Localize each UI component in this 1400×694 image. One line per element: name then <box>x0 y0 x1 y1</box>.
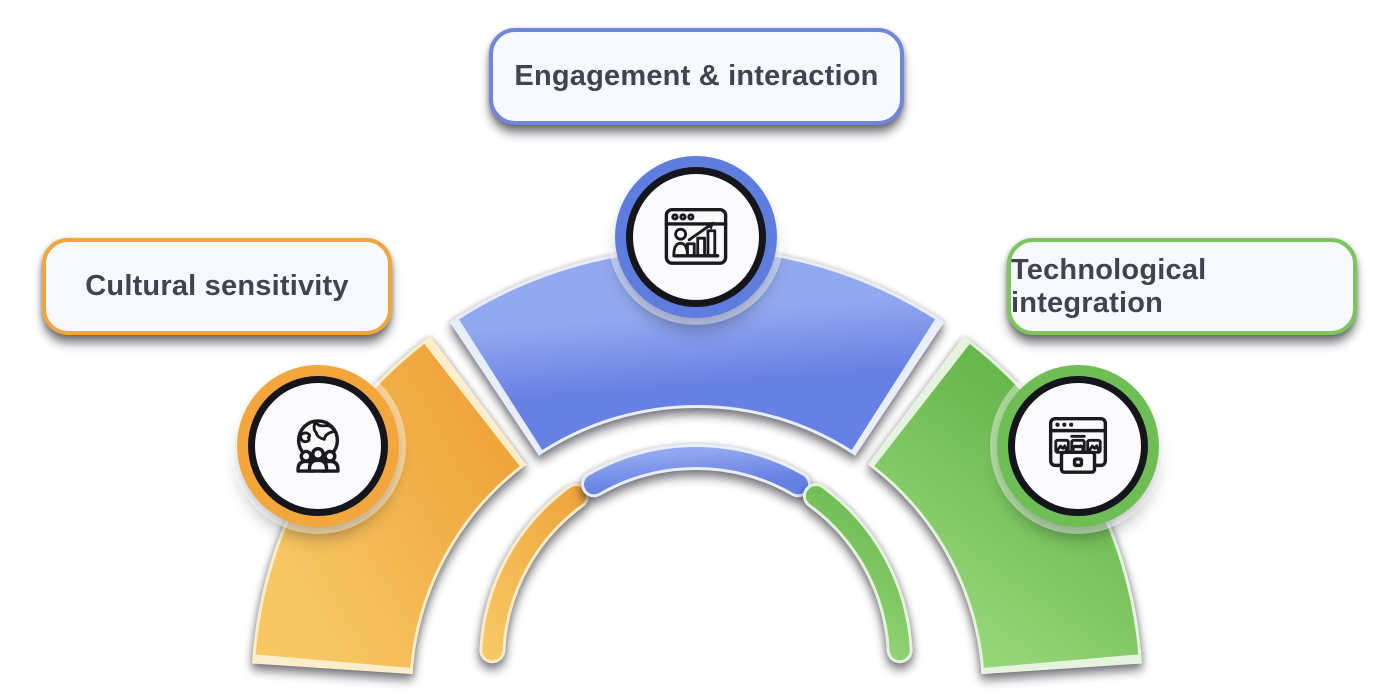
arc-thick-cultural <box>255 343 521 670</box>
briefcase-clasp <box>1072 457 1084 468</box>
globe-continent <box>312 420 336 441</box>
browser-window <box>664 207 728 265</box>
browser-dot <box>1062 422 1067 427</box>
browser-dot <box>1055 422 1060 427</box>
globe-continent <box>298 431 312 444</box>
person-body <box>672 241 689 258</box>
growth-arrow-line <box>687 223 712 242</box>
arc-thin-cultural <box>482 486 587 661</box>
badge-engagement-interaction <box>626 167 766 307</box>
arc-thick-technological <box>873 343 1139 670</box>
label-technological-integration: Technological integration <box>1007 238 1357 335</box>
window-images-briefcase-icon <box>1048 416 1108 474</box>
person-head <box>674 227 688 241</box>
browser-dot <box>671 213 679 221</box>
label-text: Technological integration <box>1011 253 1207 319</box>
growth-arrow-head <box>705 221 715 230</box>
arc-thin-technological <box>805 486 910 661</box>
globe-dot <box>307 422 311 426</box>
segment-engagement-interaction <box>449 247 945 498</box>
person-head <box>299 449 313 463</box>
segment-cultural-sensitivity <box>251 335 590 676</box>
badge-technological-integration <box>1008 376 1148 516</box>
chart-bar <box>706 229 717 258</box>
label-engagement-interaction: Engagement & interaction <box>489 28 904 125</box>
person-head <box>323 449 337 463</box>
label-text: Cultural sensitivity <box>85 270 349 302</box>
badge-cultural-sensitivity <box>248 376 388 516</box>
image-mountains <box>1087 444 1100 452</box>
analytics-window-icon <box>664 207 728 265</box>
label-cultural-sensitivity: Cultural sensitivity <box>42 238 392 335</box>
chart-bar <box>696 236 706 258</box>
globe-people-icon <box>296 419 340 473</box>
image-mountains <box>1056 444 1069 452</box>
arc-thin-engagement <box>584 446 808 495</box>
browser-dot <box>679 213 687 221</box>
browser-dot <box>687 213 695 221</box>
browser-dot <box>1069 422 1074 427</box>
segment-technological-integration <box>802 335 1143 676</box>
label-text: Engagement & interaction <box>514 60 879 92</box>
person-body <box>307 458 329 473</box>
arc-thick-engagement <box>458 250 936 451</box>
person-head <box>311 447 325 461</box>
